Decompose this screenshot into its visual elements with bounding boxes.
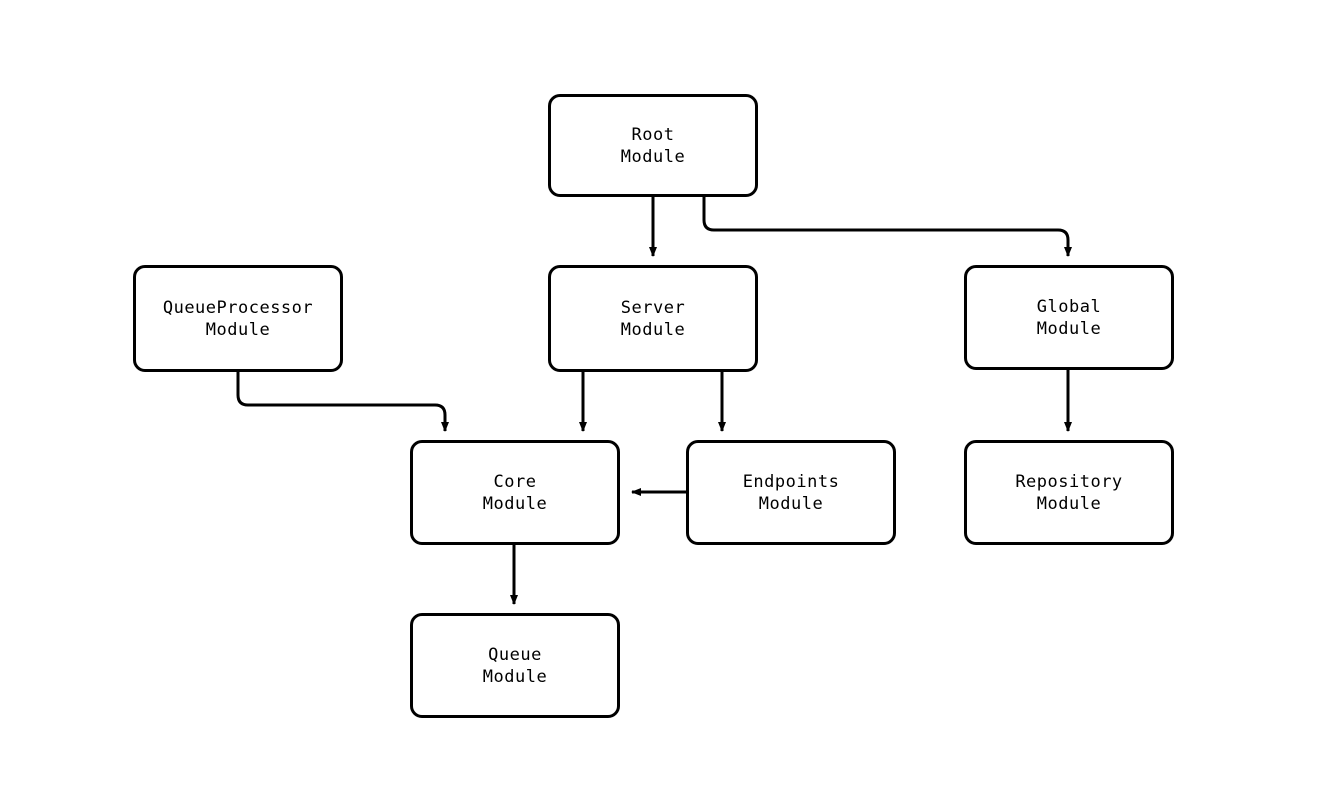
node-server-line2: Module xyxy=(620,319,686,340)
edge-queueprocessor-to-core xyxy=(236,372,449,432)
node-global-line1: Global xyxy=(1036,296,1102,317)
node-queue-line1: Queue xyxy=(488,644,542,665)
node-core-line1: Core xyxy=(493,471,537,492)
edge-root-to-global xyxy=(702,197,1072,257)
node-repository-line2: Module xyxy=(1036,493,1102,514)
node-core-line2: Module xyxy=(482,493,548,514)
node-queueprocessor-line1: QueueProcessor xyxy=(162,297,314,318)
node-repository[interactable]: Repository Module xyxy=(964,440,1174,545)
node-endpoints-line1: Endpoints xyxy=(742,471,840,492)
node-repository-line1: Repository xyxy=(1015,471,1123,492)
node-core[interactable]: Core Module xyxy=(410,440,620,545)
node-queue[interactable]: Queue Module xyxy=(410,613,620,718)
node-root-line2: Module xyxy=(620,146,686,167)
node-queueprocessor-line2: Module xyxy=(205,319,271,340)
node-queueprocessor[interactable]: QueueProcessor Module xyxy=(133,265,343,372)
node-server[interactable]: Server Module xyxy=(548,265,758,372)
node-queue-line2: Module xyxy=(482,666,548,687)
node-root[interactable]: Root Module xyxy=(548,94,758,197)
node-endpoints[interactable]: Endpoints Module xyxy=(686,440,896,545)
node-root-line1: Root xyxy=(631,124,675,145)
node-global-line2: Module xyxy=(1036,318,1102,339)
node-endpoints-line2: Module xyxy=(758,493,824,514)
node-server-line1: Server xyxy=(620,297,686,318)
node-global[interactable]: Global Module xyxy=(964,265,1174,370)
